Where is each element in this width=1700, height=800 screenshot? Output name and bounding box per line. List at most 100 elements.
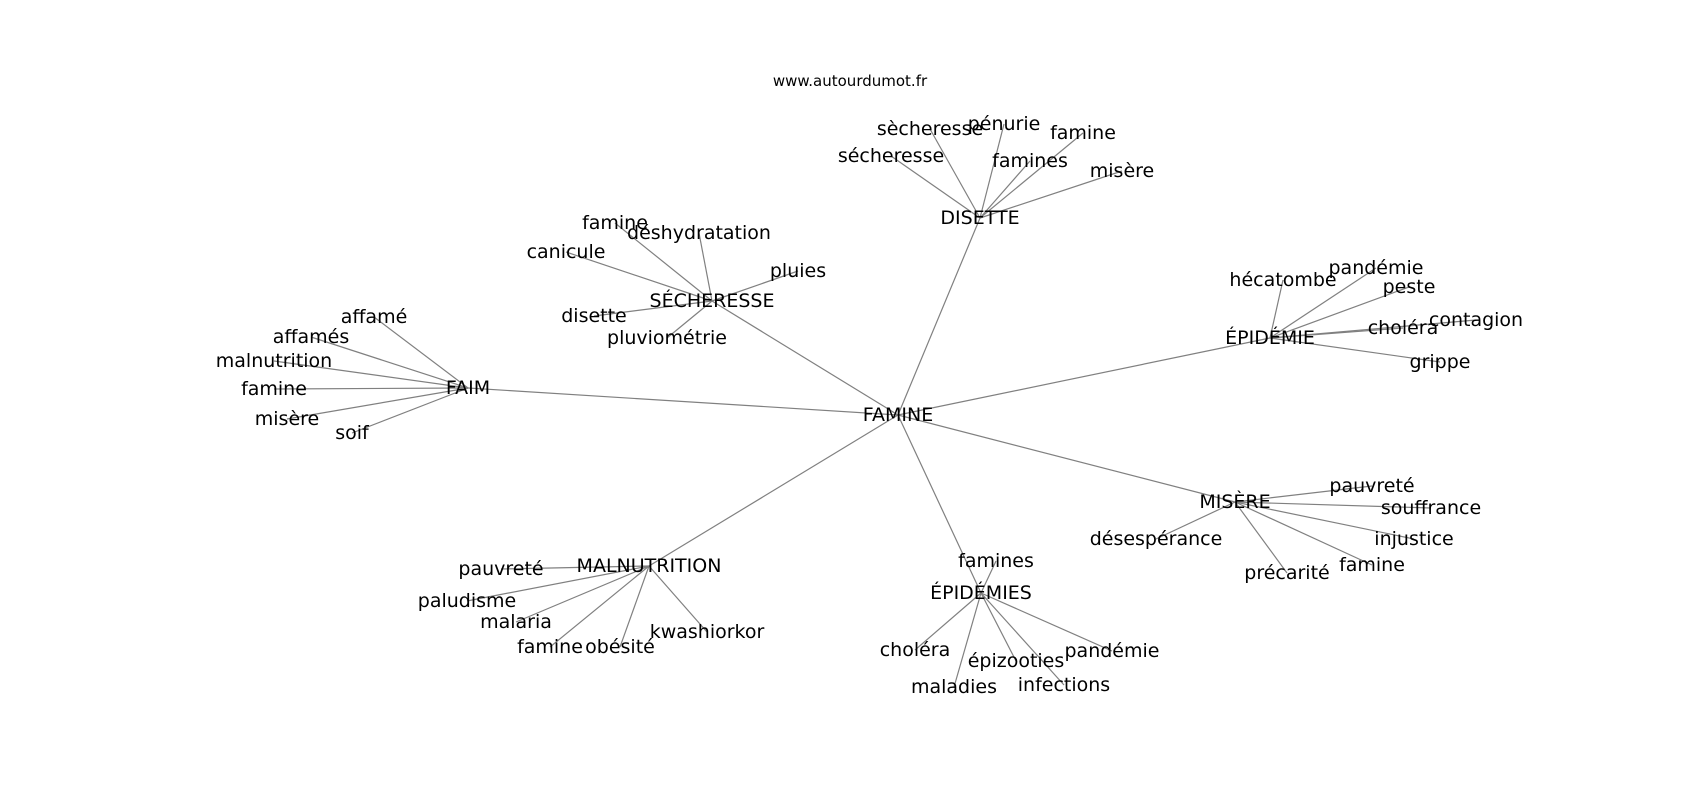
edge-epidemies-famines: [980, 560, 997, 594]
leaf-node-misere-souffrance[interactable]: souffrance: [1381, 497, 1481, 519]
edge-famine-disette: [897, 217, 981, 416]
edge-malnutrition-obesite: [619, 565, 650, 648]
leaf-node-malnutrition-pauvrete[interactable]: pauvreté: [458, 558, 543, 580]
hub-node-malnutrition[interactable]: MALNUTRITION: [577, 555, 722, 577]
edge-epidemies-cholera: [914, 592, 982, 651]
edge-misere-souffrance: [1234, 501, 1432, 509]
leaf-node-misere-desesperance[interactable]: désespérance: [1090, 528, 1223, 550]
edge-famine-faim: [467, 387, 899, 416]
edge-misere-famine: [1234, 501, 1373, 566]
edge-disette-famines: [979, 160, 1031, 219]
leaf-node-disette-misere[interactable]: misère: [1090, 160, 1154, 182]
edge-epidemie-contagion: [1269, 319, 1477, 339]
edge-famine-misere: [897, 414, 1236, 503]
leaf-node-epidemies-maladies[interactable]: maladies: [911, 676, 997, 698]
leaf-node-faim-affame[interactable]: affamé: [341, 306, 408, 328]
leaf-node-misere-precarite[interactable]: précarité: [1244, 562, 1329, 584]
leaf-node-disette-secheresse[interactable]: sécheresse: [838, 145, 944, 167]
edge-misere-desesperance: [1155, 501, 1236, 540]
edge-malnutrition-famine: [549, 565, 650, 648]
leaf-node-epidemie-peste[interactable]: peste: [1383, 276, 1436, 298]
leaf-node-epidemie-contagion[interactable]: contagion: [1429, 309, 1523, 331]
edge-malnutrition-pauvrete: [500, 565, 650, 570]
leaf-node-secheresse-famine[interactable]: famine: [582, 212, 648, 234]
edge-faim-affame: [373, 316, 469, 389]
hub-node-misere[interactable]: MISÈRE: [1199, 490, 1270, 513]
leaf-node-secheresse-disette[interactable]: disette: [561, 305, 627, 327]
edge-famine-epidemies: [897, 414, 982, 594]
source-watermark: www.autourdumot.fr: [772, 72, 928, 90]
hub-node-epidemies[interactable]: ÉPIDÉMIES: [930, 581, 1032, 604]
edge-faim-soif: [351, 387, 469, 434]
leaf-node-faim-malnutrition[interactable]: malnutrition: [216, 350, 332, 372]
leaf-node-disette-penurie[interactable]: pénurie: [968, 113, 1041, 135]
leaf-node-epidemies-infections[interactable]: infections: [1018, 674, 1110, 696]
leaf-node-faim-misere[interactable]: misère: [255, 408, 319, 430]
leaf-node-epidemies-famines[interactable]: famines: [958, 550, 1034, 572]
hub-node-epidemie[interactable]: ÉPIDÉMIE: [1225, 326, 1315, 349]
leaf-node-secheresse-pluviometrie[interactable]: pluviométrie: [607, 327, 727, 349]
edge-faim-malnutrition: [273, 360, 469, 389]
edge-epidemies-infections: [980, 592, 1065, 686]
leaf-node-epidemies-pandemie[interactable]: pandémie: [1065, 640, 1160, 662]
edge-faim-misere: [286, 387, 469, 420]
leaf-node-secheresse-pluies[interactable]: pluies: [770, 260, 826, 282]
edge-disette-famine: [979, 132, 1084, 219]
edge-secheresse-deshydratation: [698, 232, 713, 302]
center-node-famine[interactable]: FAMINE: [863, 404, 933, 426]
edge-epidemie-hecatombe: [1269, 279, 1284, 339]
edge-epidemie-peste: [1269, 286, 1410, 339]
leaf-node-disette-famine[interactable]: famine: [1050, 122, 1116, 144]
leaf-node-faim-famine[interactable]: famine: [241, 378, 307, 400]
leaf-node-malnutrition-malaria[interactable]: malaria: [480, 611, 552, 633]
leaf-node-secheresse-canicule[interactable]: canicule: [527, 241, 606, 263]
edge-misere-pauvrete: [1234, 485, 1373, 503]
leaf-node-misere-famine[interactable]: famine: [1339, 554, 1405, 576]
edge-malnutrition-malaria: [515, 565, 650, 623]
leaf-node-epidemie-grippe[interactable]: grippe: [1410, 351, 1471, 373]
leaf-node-epidemie-hecatombe[interactable]: hécatombe: [1229, 269, 1336, 291]
leaf-node-epidemies-epizooties[interactable]: épizooties: [968, 650, 1065, 672]
edge-faim-affames: [310, 336, 469, 389]
leaf-node-epidemie-cholera[interactable]: choléra: [1368, 317, 1439, 339]
edge-secheresse-famine: [614, 222, 713, 302]
edge-disette-penurie: [979, 123, 1005, 219]
leaf-node-epidemie-pandemie[interactable]: pandémie: [1329, 257, 1424, 279]
edge-famine-epidemie: [897, 337, 1271, 416]
edge-disette-secheresse: [890, 155, 981, 219]
leaf-node-malnutrition-famine[interactable]: famine: [517, 636, 583, 658]
edge-misere-injustice: [1234, 501, 1415, 540]
edge-disette-secheresse: [929, 128, 981, 219]
edge-faim-famine: [273, 387, 469, 390]
edge-famine-malnutrition: [648, 414, 899, 567]
edge-epidemies-epizooties: [980, 592, 1017, 662]
leaf-node-malnutrition-obesite[interactable]: obésité: [585, 636, 655, 658]
hub-node-disette[interactable]: DISETTE: [940, 207, 1019, 229]
leaf-node-faim-affames[interactable]: affamés: [273, 326, 349, 348]
edge-secheresse-pluviometrie: [666, 300, 713, 339]
edge-disette-misere: [979, 170, 1123, 219]
leaf-node-disette-secheresse[interactable]: sècheresse: [877, 118, 983, 140]
leaf-node-misere-pauvrete[interactable]: pauvreté: [1329, 475, 1414, 497]
leaf-node-misere-injustice[interactable]: injustice: [1374, 528, 1453, 550]
edge-malnutrition-paludisme: [466, 565, 650, 602]
leaf-node-disette-famines[interactable]: famines: [992, 150, 1068, 172]
edge-famine-secheresse: [711, 300, 899, 416]
leaf-node-malnutrition-kwashiorkor[interactable]: kwashiorkor: [650, 621, 765, 643]
edge-epidemies-pandemie: [980, 592, 1113, 652]
edge-malnutrition-kwashiorkor: [648, 565, 708, 633]
leaf-node-secheresse-deshydratation[interactable]: déshydratation: [627, 222, 771, 244]
edge-epidemies-maladies: [953, 592, 982, 688]
edge-secheresse-canicule: [565, 251, 713, 302]
leaf-node-malnutrition-paludisme[interactable]: paludisme: [418, 590, 516, 612]
edge-misere-precarite: [1234, 501, 1288, 574]
edge-epidemie-pandemie: [1269, 267, 1377, 339]
hub-node-secheresse[interactable]: SÉCHERESSE: [650, 289, 775, 312]
edge-secheresse-pluies: [711, 270, 799, 302]
leaf-node-epidemies-cholera[interactable]: choléra: [880, 639, 951, 661]
hub-node-faim[interactable]: FAIM: [446, 377, 490, 399]
edge-secheresse-disette: [593, 300, 713, 317]
leaf-node-faim-soif[interactable]: soif: [335, 422, 370, 444]
edge-epidemie-grippe: [1269, 337, 1441, 363]
